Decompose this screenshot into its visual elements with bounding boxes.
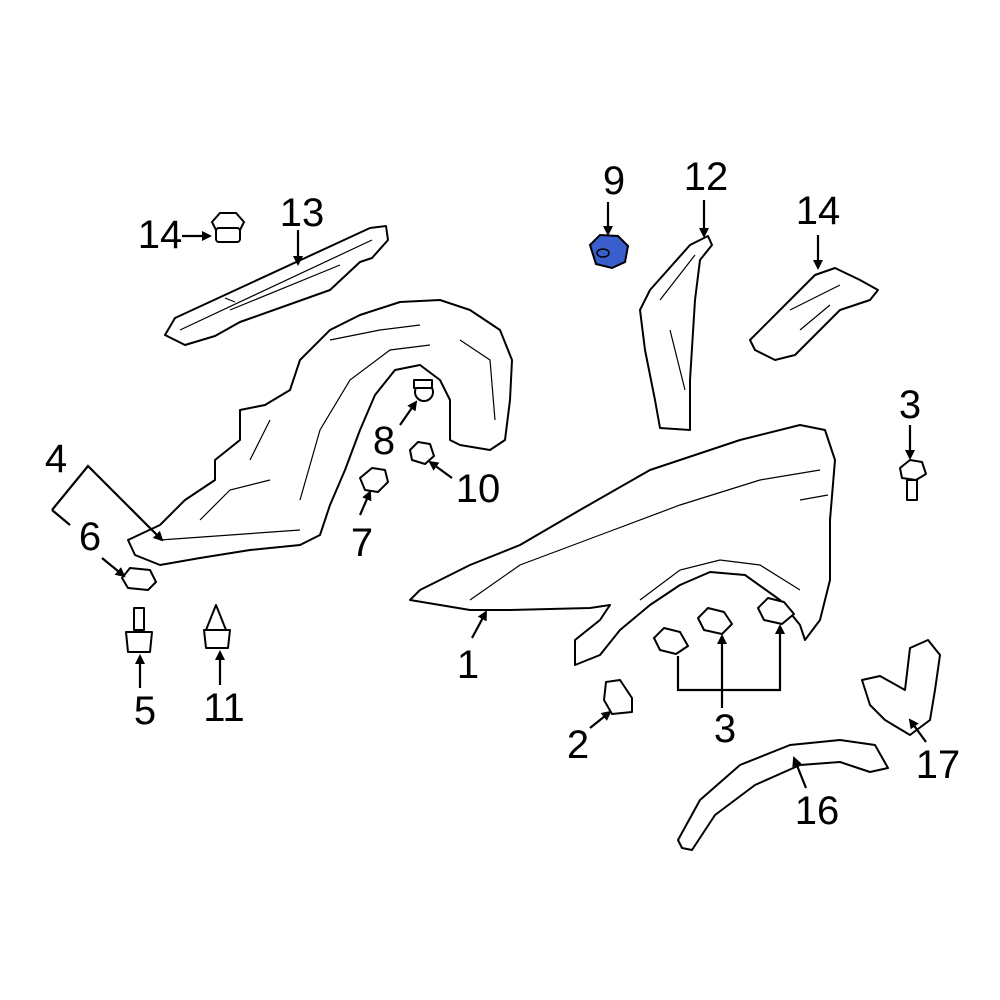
callout-3-right[interactable]: 3 <box>899 383 921 427</box>
part-3-bolt-right[interactable] <box>899 459 927 501</box>
callout-7[interactable]: 7 <box>351 521 373 565</box>
callout-15[interactable]: 14 <box>796 189 841 233</box>
callout-10[interactable]: 10 <box>456 467 501 511</box>
leader-lines <box>51 200 927 789</box>
callout-13[interactable]: 13 <box>280 191 325 235</box>
callout-16[interactable]: 16 <box>795 789 840 833</box>
part-13-reinforcement[interactable] <box>164 225 389 346</box>
callout-14[interactable]: 14 <box>138 213 183 257</box>
part-4-fender-liner[interactable] <box>127 299 513 566</box>
part-5-bolt[interactable] <box>125 607 153 653</box>
part-12-bracket[interactable] <box>639 235 713 431</box>
callout-12[interactable]: 12 <box>684 155 729 199</box>
part-6-clip[interactable] <box>121 567 157 591</box>
part-16-wheel-molding[interactable] <box>677 739 889 851</box>
part-15-insulator[interactable] <box>749 267 879 361</box>
callout-17[interactable]: 17 <box>916 743 961 787</box>
part-2-bracket[interactable] <box>603 679 633 715</box>
callout-5[interactable]: 5 <box>134 689 156 733</box>
callout-6[interactable]: 6 <box>79 515 101 559</box>
callout-1[interactable]: 1 <box>457 643 479 687</box>
callout-9[interactable]: 9 <box>603 159 625 203</box>
part-7-clip[interactable] <box>359 467 389 493</box>
callout-2[interactable]: 2 <box>567 723 589 767</box>
callout-8[interactable]: 8 <box>373 419 395 463</box>
part-1-fender[interactable] <box>409 424 836 666</box>
part-10-screw[interactable] <box>409 441 435 465</box>
callout-4[interactable]: 4 <box>45 437 67 481</box>
part-3-bolts-lower[interactable] <box>653 597 795 655</box>
callout-11[interactable]: 11 <box>203 686 245 730</box>
part-8-clip[interactable] <box>413 379 434 402</box>
callout-3-lower[interactable]: 3 <box>714 707 736 751</box>
part-14-nut[interactable] <box>211 212 245 243</box>
part-17-mud-guard[interactable] <box>861 639 941 736</box>
part-11-clip[interactable] <box>203 604 231 649</box>
part-9-nut[interactable] <box>588 233 630 270</box>
